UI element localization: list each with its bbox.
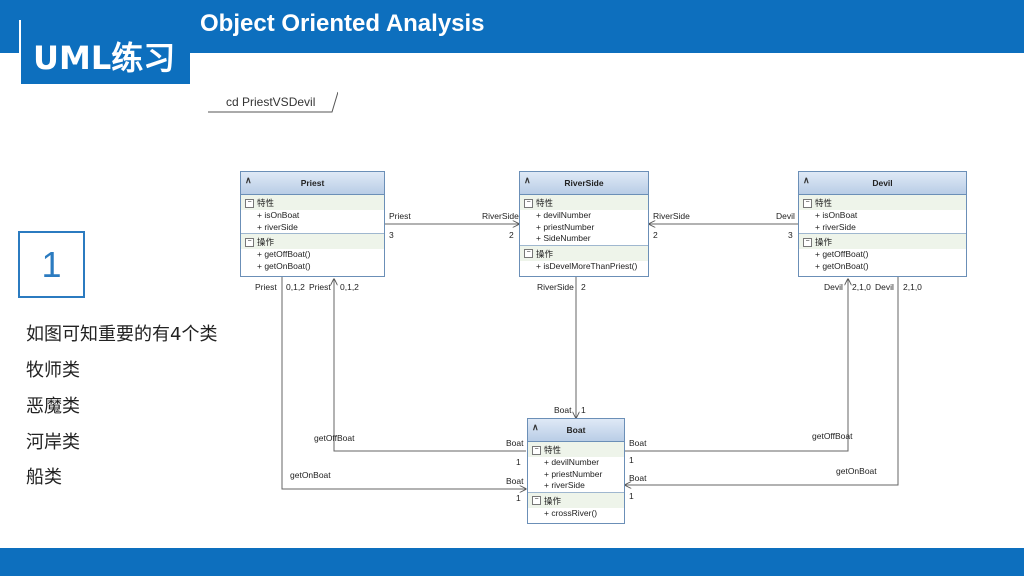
operation: + getOffBoat() (815, 249, 869, 259)
edge-role-label: Boat (629, 473, 647, 483)
attribute: + priestNumber (536, 221, 595, 232)
attribute: + isOnBoat (257, 210, 300, 220)
edge-role-label: Boat (554, 405, 572, 415)
attribute: + devilNumber (544, 457, 600, 467)
collapse-icon[interactable]: ∧ (245, 175, 252, 185)
operations-section: −操作 (799, 234, 966, 249)
attribute: + priestNumber (544, 468, 603, 479)
edge-multiplicity-label: 1 (629, 491, 634, 501)
class-header: ∧ RiverSide (520, 172, 648, 195)
edge-multiplicity-label: 1 (516, 457, 521, 467)
diagram-frame-label: cd PriestVSDevil (226, 95, 316, 109)
edge-role-label: Priest (309, 282, 331, 292)
class-name: Boat (566, 425, 586, 435)
class-header: ∧ Devil (799, 172, 966, 195)
attribute: + riverSide (815, 221, 856, 232)
edge-devil-geton (625, 277, 899, 485)
edge-priest-getoff (334, 279, 526, 452)
operation: + getOnBoat() (815, 260, 869, 271)
class-name: RiverSide (564, 178, 604, 188)
edge-multiplicity-label: 3 (389, 230, 394, 240)
edge-role-label: Boat (506, 476, 524, 486)
class-name: Devil (872, 178, 893, 188)
note-line: 河岸类 (26, 432, 80, 453)
collapse-minus-icon[interactable]: − (803, 237, 812, 247)
edge-role-label: Boat (629, 438, 647, 448)
attribute: + isOnBoat (815, 210, 858, 220)
collapse-minus-icon[interactable]: − (524, 249, 533, 258)
note-line: 如图可知重要的有4个类 (26, 324, 218, 345)
edge-role-label: Devil (875, 282, 894, 292)
collapse-minus-icon[interactable]: − (532, 445, 541, 455)
edge-multiplicity-label: 0,1,2 (340, 282, 359, 292)
attributes-section: −特性 (241, 195, 384, 210)
edge-role-label: Devil (824, 282, 843, 292)
operation: + getOffBoat() (257, 249, 311, 259)
edge-role-label: Priest (255, 282, 277, 292)
attribute: + riverSide (544, 480, 585, 490)
edge-multiplicity-label: 2,1,0 (903, 282, 922, 292)
edge-role-label: RiverSide (482, 211, 519, 221)
edge-multiplicity-label: 2 (653, 230, 658, 240)
attributes-section: −特性 (520, 195, 648, 210)
class-header: ∧ Priest (241, 172, 384, 195)
collapse-minus-icon[interactable]: − (245, 198, 254, 208)
attribute: + SideNumber (536, 233, 591, 243)
edge-role-label: RiverSide (653, 211, 690, 221)
edge-multiplicity-label: 1 (581, 405, 586, 415)
edge-role-label: RiverSide (537, 282, 574, 292)
edge-role-label: Boat (506, 438, 524, 448)
collapse-icon[interactable]: ∧ (532, 422, 539, 432)
footer-bar (0, 548, 1024, 576)
class-boat[interactable]: ∧ Boat −特性 + devilNumber + priestNumber … (527, 418, 625, 524)
collapse-minus-icon[interactable]: − (532, 496, 541, 505)
method-label-getonboat: getOnBoat (290, 470, 331, 480)
collapse-icon[interactable]: ∧ (524, 175, 531, 185)
operations-section: −操作 (520, 245, 648, 261)
method-label-getoffboat: getOffBoat (314, 433, 355, 443)
edge-role-label: Devil (776, 211, 795, 221)
operation: + isDevelMoreThanPriest() (536, 260, 638, 271)
note-line: 牧师类 (26, 360, 80, 381)
operation: + crossRiver() (544, 507, 598, 518)
edge-devil-getoff (625, 279, 848, 452)
class-priest[interactable]: ∧ Priest −特性 + isOnBoat + riverSide −操作 … (240, 171, 385, 277)
collapse-minus-icon[interactable]: − (524, 198, 533, 208)
operation: + getOnBoat() (257, 260, 311, 271)
diagram-frame-tab: cd PriestVSDevil (208, 88, 339, 116)
attribute: + riverSide (257, 221, 298, 232)
class-devil[interactable]: ∧ Devil −特性 + isOnBoat + riverSide −操作 +… (798, 171, 967, 277)
frame-tab-outline (208, 91, 339, 113)
edge-role-label: Priest (389, 211, 411, 221)
uml-badge: UML练习 (19, 20, 190, 86)
operations-section: −操作 (528, 492, 624, 508)
edge-multiplicity-label: 2 (509, 230, 514, 240)
edge-priest-geton (281, 277, 526, 489)
note-line: 恶魔类 (26, 396, 80, 417)
edge-multiplicity-label: 1 (629, 455, 634, 465)
operations-section: −操作 (241, 234, 384, 249)
edge-multiplicity-label: 3 (788, 230, 793, 240)
attribute: + devilNumber (536, 210, 592, 220)
class-header: ∧ Boat (528, 419, 624, 442)
page-title: Object Oriented Analysis (200, 10, 485, 37)
class-name: Priest (300, 178, 325, 188)
collapse-minus-icon[interactable]: − (245, 237, 254, 247)
edge-multiplicity-label: 1 (516, 493, 521, 503)
attributes-section: −特性 (799, 195, 966, 210)
edge-multiplicity-label: 0,1,2 (286, 282, 305, 292)
slide-number: 1 (41, 243, 62, 285)
edge-multiplicity-label: 2,1,0 (852, 282, 871, 292)
class-riverside[interactable]: ∧ RiverSide −特性 + devilNumber + priestNu… (519, 171, 649, 277)
method-label-getonboat: getOnBoat (836, 466, 877, 476)
attributes-section: −特性 (528, 442, 624, 457)
collapse-icon[interactable]: ∧ (803, 175, 810, 185)
note-line: 船类 (26, 467, 62, 488)
collapse-minus-icon[interactable]: − (803, 198, 812, 208)
edge-multiplicity-label: 2 (581, 282, 586, 292)
slide-number-box: 1 (18, 231, 85, 298)
method-label-getoffboat: getOffBoat (812, 431, 853, 441)
